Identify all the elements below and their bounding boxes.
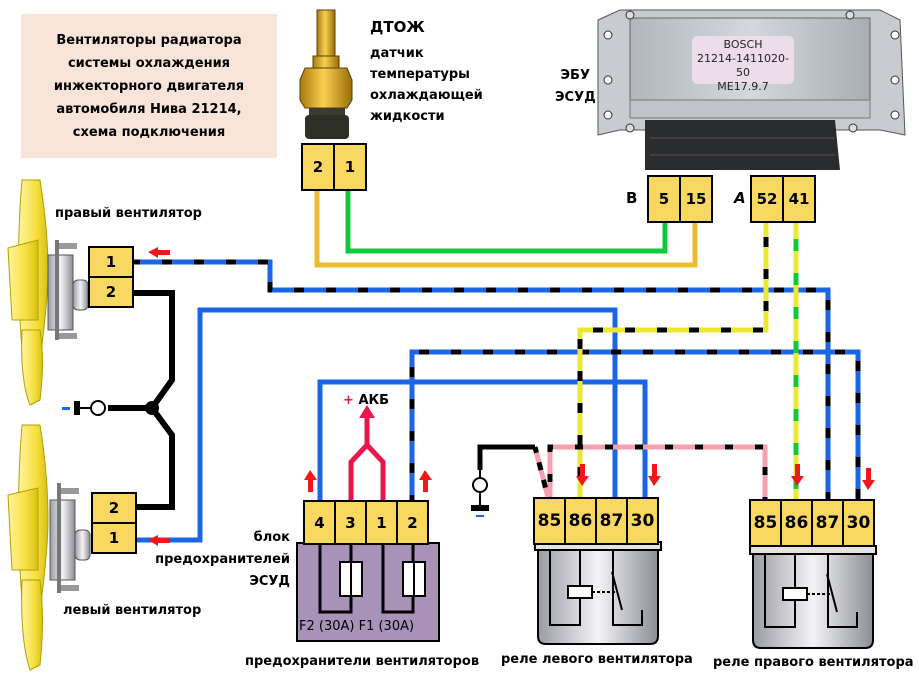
- left-fan-pin-2: 2: [93, 494, 135, 524]
- wire-blue-3: [317, 379, 648, 505]
- right-fan-motor: [7, 179, 89, 406]
- relay-right-pin-30: 30: [846, 513, 871, 533]
- fuse-block-label-line: блок: [253, 530, 290, 545]
- sensor-pin-2: 2: [303, 145, 335, 189]
- sensor-desc-line: датчик: [370, 46, 424, 61]
- relay-left-caption: реле левого вентилятора: [501, 652, 693, 667]
- wire-blue-2: [130, 307, 618, 543]
- ground-relay-symbol: [471, 470, 489, 517]
- sensor-desc-line: жидкости: [370, 109, 445, 124]
- title-line: автомобиля Нива 21214,: [56, 101, 242, 117]
- relay-right-connector: 85 86 87 30: [749, 499, 875, 547]
- sensor-desc-line: температуры: [370, 67, 470, 82]
- ecu-label-plate: BOSCH 21214-1411020-50 ME17.9.7: [692, 38, 794, 94]
- fuse-pin-2: 2: [407, 513, 418, 532]
- ecu-brand: BOSCH: [723, 38, 763, 51]
- fuse-block-body: [296, 542, 440, 642]
- ecu-connector-a-label: A: [734, 189, 746, 207]
- relay-right-pin-87: 87: [813, 501, 844, 545]
- right-fan-connector: 1 2: [88, 246, 134, 308]
- title-box: Вентиляторы радиатора системы охлаждения…: [21, 14, 277, 158]
- fuse-block-label-line: предохранителей: [155, 552, 290, 567]
- sensor-desc-line: охлаждающей: [370, 88, 483, 103]
- fuse-f1-label: F1 (30A): [358, 619, 415, 634]
- right-fan-label: правый вентилятор: [55, 206, 202, 221]
- wire-green: [345, 190, 668, 254]
- ecu-unit: [597, 9, 906, 170]
- left-fan-connector: 2 1: [91, 492, 137, 554]
- right-fan-pin-1: 1: [90, 248, 132, 278]
- title-line: схема подключения: [72, 124, 226, 140]
- title-line: системы охлаждения: [67, 55, 231, 71]
- left-fan-pin-1: 1: [108, 529, 120, 547]
- title-line: инжекторного двигателя: [53, 78, 245, 94]
- ground-fans-symbol: [62, 400, 106, 416]
- relay-left-connector: 85 86 87 30: [533, 497, 659, 545]
- wire-orange: [314, 190, 698, 268]
- fuse-block-label-line: ЭСУД: [249, 574, 290, 589]
- title-line: Вентиляторы радиатора: [56, 32, 242, 48]
- ecu-part-number: 21214-1411020-50: [697, 52, 789, 79]
- relay-right-pin-85: 85: [751, 501, 782, 545]
- left-fan-motor: [7, 424, 91, 671]
- right-fan-pin-2: 2: [105, 283, 117, 301]
- battery-wires: [348, 405, 386, 505]
- ecu-pin-5: 5: [649, 177, 681, 221]
- coolant-temp-sensor: [299, 9, 353, 139]
- fuse-block-connector: 4 3 1 2: [303, 500, 429, 545]
- ecu-model: ME17.9.7: [717, 80, 769, 93]
- battery-text: АКБ: [358, 393, 390, 408]
- ecu-pin-41: 41: [788, 190, 810, 208]
- fuse-pin-4: 4: [305, 502, 336, 543]
- relay-right-pin-86: 86: [782, 501, 813, 545]
- relay-right-caption: реле правого вентилятора: [713, 655, 914, 670]
- relay-left-pin-85: 85: [535, 499, 566, 543]
- ecu-connector-b: 5 15: [647, 175, 713, 223]
- fuse-labels: F2 (30A) F1 (30A): [299, 619, 414, 634]
- ecu-title-line: ЭБУ: [560, 68, 590, 83]
- ecu-connector-a: 52 41: [750, 175, 816, 223]
- relay-left-pin-87: 87: [597, 499, 628, 543]
- fuse-block-caption: предохранители вентиляторов: [245, 654, 480, 669]
- fuse-block-label: блок предохранителей ЭСУД: [150, 527, 290, 593]
- ecu-title: ЭБУ ЭСУД: [555, 65, 596, 109]
- relay-left-pin-30: 30: [630, 511, 655, 531]
- wire-black-fans: [130, 290, 175, 510]
- ecu-connector-b-label: B: [626, 189, 638, 207]
- sensor-description: датчик температуры охлаждающей жидкости: [370, 43, 483, 127]
- fuse-f2-label: F2 (30A): [299, 619, 355, 634]
- ecu-pin-15: 15: [685, 190, 707, 208]
- relay-left-body: [534, 541, 662, 645]
- battery-label: + АКБ: [343, 393, 389, 408]
- relay-left-pin-86: 86: [566, 499, 597, 543]
- ecu-title-line: ЭСУД: [555, 90, 596, 105]
- left-fan-label: левый вентилятор: [63, 603, 202, 618]
- wire-black-ground-relay: [477, 444, 535, 470]
- sensor-name: ДТОЖ: [370, 18, 425, 36]
- fuse-pin-3: 3: [336, 502, 367, 543]
- arrow-icon: [148, 247, 875, 546]
- sensor-connector: 2 1: [301, 143, 367, 191]
- plus-icon: +: [343, 393, 354, 408]
- relay-right-body: [749, 545, 877, 649]
- wire-yellow-black: [577, 205, 769, 505]
- fuse-pin-1: 1: [367, 502, 398, 543]
- sensor-pin-1: 1: [344, 158, 356, 176]
- ecu-pin-52: 52: [752, 177, 784, 221]
